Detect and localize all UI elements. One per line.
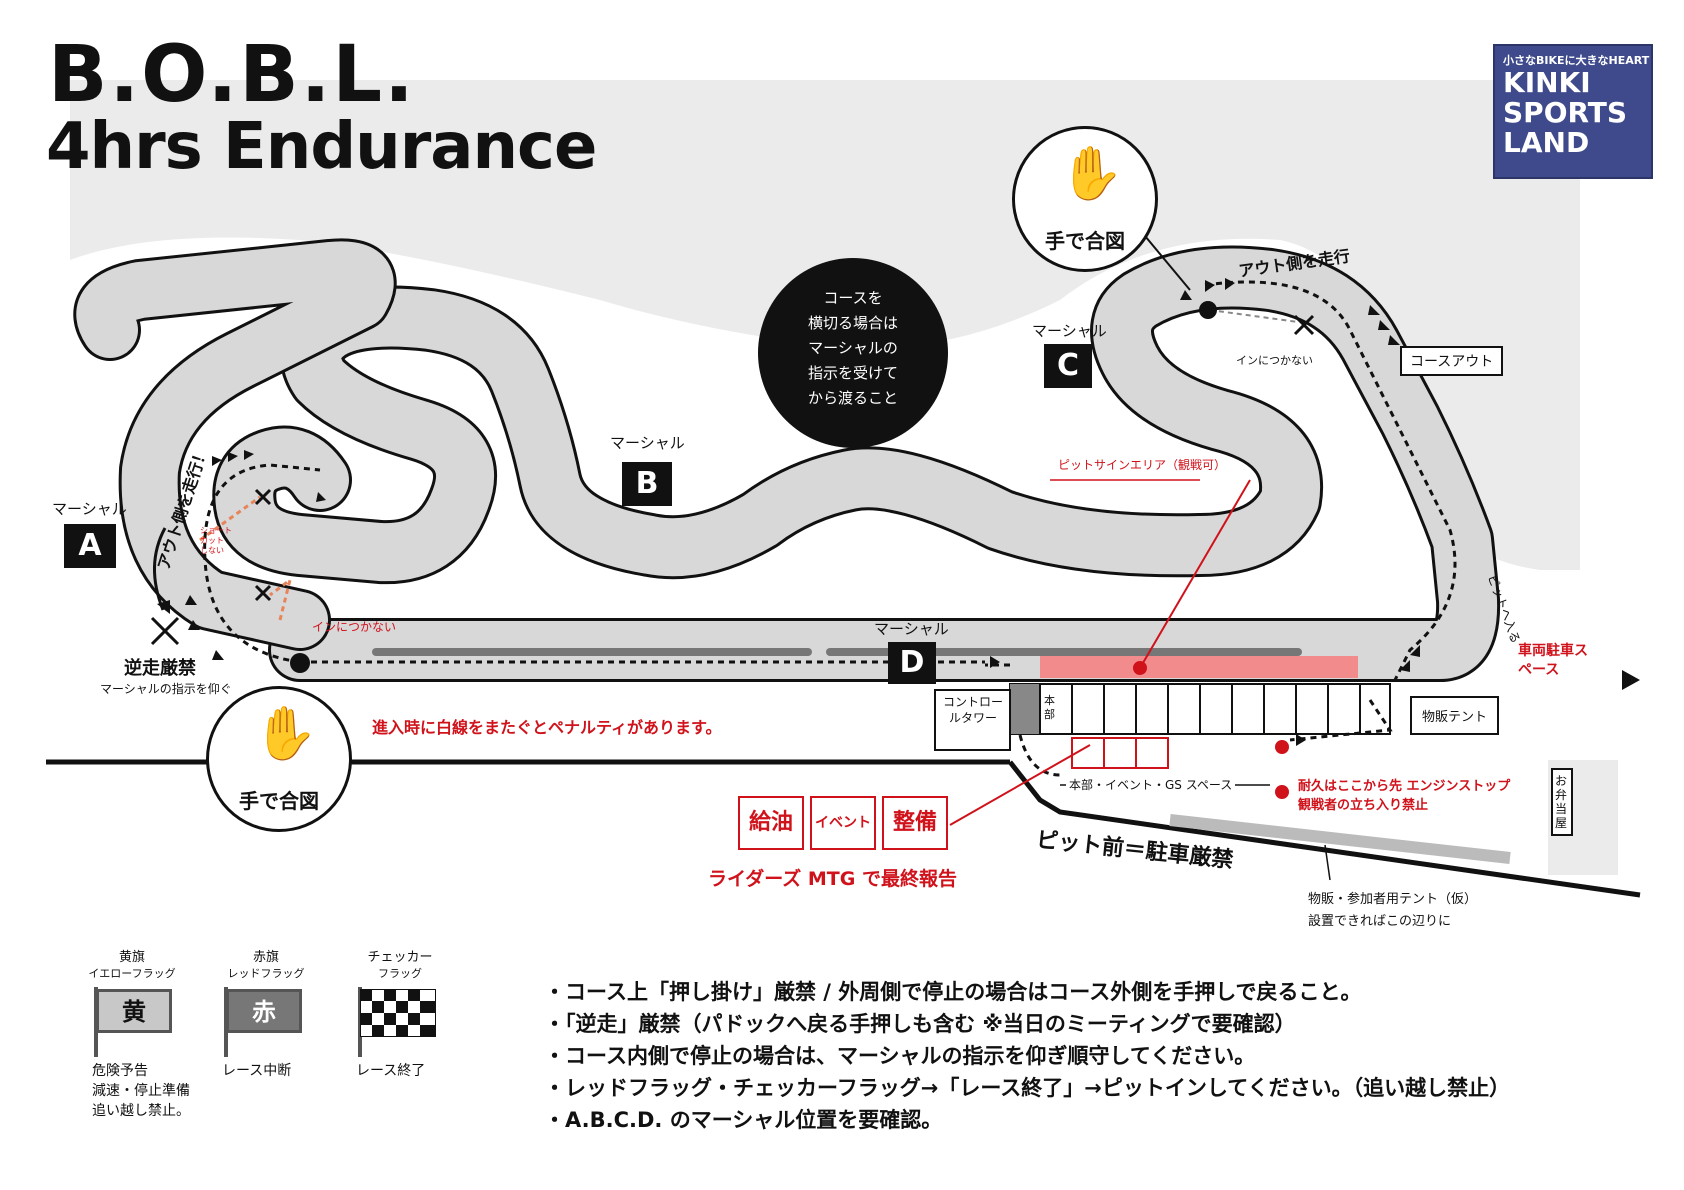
engine-stop-label: 耐久はここから先 エンジンストップ bbox=[1298, 779, 1511, 794]
hand-icon: ✋ bbox=[1059, 144, 1124, 204]
logo-tagline: 小さなBIKEに大きなHEART bbox=[1503, 54, 1650, 67]
no-shortcut-label: ショート カット しない bbox=[200, 526, 232, 555]
parking-strip bbox=[1169, 814, 1511, 864]
pit-sign-marker bbox=[1133, 661, 1147, 675]
marshal-label-c: マーシャル bbox=[1032, 322, 1107, 340]
logo-word-2: SPORTS bbox=[1503, 96, 1628, 129]
control-tower bbox=[934, 689, 1011, 751]
event-box: イベント bbox=[810, 796, 876, 850]
maintenance-box: 整備 bbox=[882, 796, 948, 850]
hand-signal-label: 手で合図 bbox=[1045, 229, 1125, 253]
flag-sub: レッドフラッグ bbox=[227, 967, 305, 980]
logo-word-3: LAND bbox=[1503, 126, 1590, 159]
white-line-left bbox=[372, 648, 812, 656]
rule-item: ・コース上「押し掛け」厳禁 / 外周側で停止の場合はコース外側を手押しで戻ること… bbox=[544, 980, 1362, 1004]
riders-mtg-label: ライダーズ MTG で最終報告 bbox=[708, 868, 957, 890]
tent-note-label: 物販・参加者用テント（仮） bbox=[1308, 892, 1478, 907]
flag-desc: 危険予告 bbox=[92, 1063, 148, 1079]
hand-signal-label: 手で合図 bbox=[239, 789, 319, 813]
pit-sign-area-label: ピットサインエリア（観戦可） bbox=[1058, 458, 1227, 472]
crossing-note-line: から渡ること bbox=[807, 389, 898, 407]
course-out-label: コースアウト bbox=[1400, 346, 1504, 376]
hand-signal-top: ✋ 手で合図 bbox=[1012, 126, 1158, 272]
white-line-penalty-label: 進入時に白線をまたぐとペナルティがあります。 bbox=[372, 718, 722, 737]
flag-red: 赤旗 レッドフラッグ 赤 レース中断 bbox=[206, 946, 326, 1081]
marshal-post-d: D bbox=[888, 642, 936, 684]
red-flag-icon: 赤 bbox=[226, 989, 302, 1033]
checkered-flag-icon bbox=[360, 989, 436, 1037]
no-inside-left-label: インにつかない bbox=[312, 620, 397, 634]
hq-short-label: 本部 bbox=[1044, 694, 1055, 721]
crossing-note-line: コースを bbox=[823, 289, 883, 307]
crossing-note-line: 横切る場合は bbox=[807, 314, 898, 332]
no-reverse-label: 逆走厳禁 bbox=[124, 658, 196, 679]
rule-item: ・A.B.C.D. のマーシャル位置を要確認。 bbox=[544, 1108, 943, 1132]
rule-item: ・「逆走」厳禁（パドックへ戻る手押しも含む ※当日のミーティングで要確認） bbox=[544, 1012, 1296, 1036]
tent-note-label: 設置できればこの辺りに bbox=[1308, 914, 1452, 929]
course-crossing-note: コースを 横切る場合は マーシャルの 指示を受けて から渡ること bbox=[758, 258, 948, 448]
flag-name: 黄旗 bbox=[118, 950, 145, 965]
flag-yellow: 黄旗 イエローフラッグ 黄 危険予告 減速・停止準備 追い越し禁止。 bbox=[72, 946, 192, 1121]
crossing-note-line: 指示を受けて bbox=[807, 364, 898, 382]
flag-desc: レース中断 bbox=[222, 1063, 292, 1079]
marshal-post-a: A bbox=[64, 524, 116, 568]
marshal-label-d: マーシャル bbox=[874, 620, 949, 638]
logo-word-1: KINKI bbox=[1503, 66, 1591, 99]
refuel-box: 給油 bbox=[738, 796, 804, 850]
follow-marshal-label: マーシャルの指示を仰ぐ bbox=[100, 682, 232, 696]
no-spectators-label: 観戦者の立ち入り禁止 bbox=[1298, 798, 1429, 813]
flag-checker: チェッカー フラッグ レース終了 bbox=[340, 946, 460, 1081]
flag-desc: 追い越し禁止。 bbox=[92, 1103, 190, 1119]
rule-item: ・コース内側で停止の場合は、マーシャルの指示を仰ぎ順守してください。 bbox=[544, 1044, 1256, 1068]
hand-icon: ✋ bbox=[253, 704, 318, 764]
marshal-label-a: マーシャル bbox=[52, 500, 127, 518]
flag-desc: レース終了 bbox=[356, 1063, 426, 1079]
flag-sub: フラッグ bbox=[378, 967, 422, 980]
marshal-post-b: B bbox=[622, 462, 672, 506]
flag-name: 赤旗 bbox=[252, 950, 279, 965]
kinki-sports-land-logo: 小さなBIKEに大きなHEART KINKI SPORTS LAND bbox=[1493, 44, 1653, 179]
hand-signal-bottom: ✋ 手で合図 bbox=[206, 686, 352, 832]
event-title: B.O.B.L. bbox=[48, 30, 416, 120]
flag-sub: イエローフラッグ bbox=[88, 967, 176, 980]
lunch-label: お弁当屋 bbox=[1551, 768, 1573, 836]
control-tower-label: コントロールタワー bbox=[942, 695, 1003, 725]
flag-name: チェッカー bbox=[367, 950, 433, 965]
flag-desc: 減速・停止準備 bbox=[92, 1083, 190, 1099]
rules-list: ・コース上「押し掛け」厳禁 / 外周側で停止の場合はコース外側を手押しで戻ること… bbox=[544, 976, 1510, 1136]
white-line-right bbox=[826, 648, 1302, 656]
marshal-post-c: C bbox=[1044, 344, 1092, 388]
yellow-flag-icon: 黄 bbox=[96, 989, 172, 1033]
event-subtitle: 4hrs Endurance bbox=[46, 110, 597, 184]
pit-sign-area bbox=[1040, 656, 1358, 678]
no-inside-top-label: インにつかない bbox=[1236, 354, 1313, 367]
hq-event-label: 本部・イベント・GS スペース bbox=[1066, 776, 1236, 793]
crossing-note-line: マーシャルの bbox=[808, 339, 898, 357]
rule-item: ・レッドフラッグ・チェッカーフラッグ→「レース終了」→ピットインしてください。（… bbox=[544, 1076, 1511, 1100]
marshal-label-b: マーシャル bbox=[610, 434, 685, 452]
shop-tent-label: 物販テント bbox=[1410, 696, 1500, 735]
vehicle-parking-label: 車両駐車スペース bbox=[1518, 643, 1588, 678]
